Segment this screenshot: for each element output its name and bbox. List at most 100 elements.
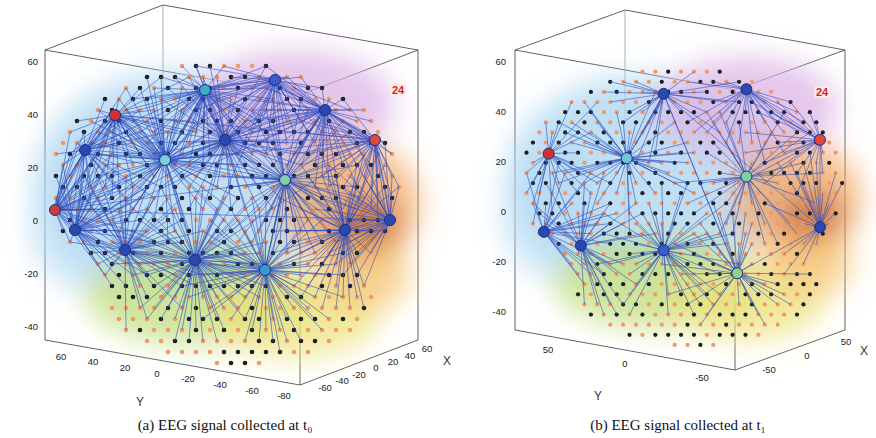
- electrode-dot: [152, 328, 157, 333]
- electrode-dot: [208, 328, 213, 333]
- connection-line: [175, 121, 225, 140]
- electrode-dot: [660, 140, 664, 144]
- connection-line: [195, 260, 203, 341]
- connection-line: [112, 260, 195, 264]
- connection-line: [322, 198, 390, 220]
- connection-line: [165, 110, 325, 160]
- electrode-dot: [355, 317, 360, 322]
- electrode-dot: [660, 201, 664, 205]
- electrode-dot: [576, 110, 580, 114]
- hub-node: [370, 135, 381, 146]
- connection-line: [75, 110, 325, 230]
- electrode-dot: [705, 70, 709, 74]
- connection-line: [195, 260, 217, 341]
- connection-line: [329, 220, 390, 253]
- connection-line: [225, 140, 266, 176]
- electrode-dot: [698, 100, 702, 104]
- connection-line: [285, 154, 350, 180]
- electrode-dot: [306, 350, 311, 355]
- electrode-dot: [131, 317, 136, 322]
- connection-line: [55, 210, 112, 264]
- electrode-dot: [653, 272, 657, 276]
- connection-line: [125, 250, 140, 308]
- electrode-dot: [563, 191, 567, 195]
- connection-line: [225, 121, 301, 140]
- electrode-dot: [576, 252, 580, 256]
- electrode-dot: [640, 171, 644, 175]
- connection-line: [265, 270, 308, 308]
- connection-line: [287, 187, 345, 230]
- electrode-dot: [215, 361, 220, 366]
- electrode-dot: [621, 201, 625, 205]
- connection-line: [280, 198, 345, 230]
- electrode-dot: [615, 191, 619, 195]
- connection-line: [259, 99, 325, 110]
- electrode-dot: [208, 350, 213, 355]
- electrode-dot: [705, 151, 709, 155]
- connection-line: [325, 110, 345, 230]
- electrode-dot: [666, 70, 670, 74]
- connection-line: [301, 230, 345, 231]
- connection-line: [112, 242, 195, 260]
- electrode-dot: [730, 130, 734, 134]
- electrode-dot: [776, 262, 780, 266]
- electrode-dot: [362, 240, 367, 245]
- connection-line: [147, 140, 225, 165]
- connection-line: [125, 250, 147, 297]
- connection-line: [98, 154, 165, 160]
- connection-line: [115, 77, 161, 115]
- connection-line: [115, 115, 119, 187]
- connection-line: [325, 110, 375, 140]
- connection-line: [217, 231, 265, 270]
- electrode-dot: [194, 350, 199, 355]
- connection-line: [119, 231, 195, 260]
- hub-node: [385, 215, 396, 226]
- connection-line: [115, 115, 165, 160]
- connection-line: [265, 270, 280, 352]
- electrode-dot: [544, 181, 548, 185]
- connection-line: [112, 154, 165, 160]
- connection-line: [265, 220, 322, 270]
- electrode-dot: [756, 232, 760, 236]
- electrode-dot: [788, 140, 792, 144]
- connection-line: [231, 77, 275, 80]
- electrode-dot: [827, 140, 831, 144]
- connection-line: [301, 77, 325, 110]
- electrode-dot: [737, 221, 741, 225]
- electrode-dot: [334, 328, 339, 333]
- electrode-dot: [117, 317, 122, 322]
- connection-line: [225, 140, 259, 209]
- connection-line: [285, 180, 357, 187]
- electrode-dot: [647, 282, 651, 286]
- connection-line: [115, 115, 161, 143]
- connection-line: [329, 165, 390, 220]
- brain-region: [780, 192, 843, 244]
- connection-line: [357, 220, 390, 275]
- electrode-dot: [640, 191, 644, 195]
- connection-line: [195, 209, 203, 260]
- connection-line: [285, 180, 315, 253]
- connection-line: [133, 253, 195, 260]
- electrode-dot: [602, 110, 606, 114]
- connection-line: [225, 140, 280, 176]
- connection-line: [175, 260, 195, 341]
- electrode-dot: [627, 272, 631, 276]
- electrode-dot: [369, 295, 374, 300]
- connection-line: [63, 209, 125, 250]
- box-edge: [625, 10, 845, 50]
- connection-line: [265, 270, 301, 341]
- electrode-dot: [660, 120, 664, 124]
- electrode-dot: [756, 252, 760, 256]
- connection-line: [265, 253, 315, 270]
- connection-line: [265, 270, 280, 330]
- hub-node: [50, 205, 61, 216]
- electrode-dot: [640, 70, 644, 74]
- hub-node: [110, 110, 121, 121]
- electrode-dot: [673, 140, 677, 144]
- connection-line: [224, 66, 275, 80]
- electrode-dot: [808, 171, 812, 175]
- electrode-dot: [250, 350, 255, 355]
- electrode-dot: [117, 295, 122, 300]
- electrode-dot: [769, 211, 773, 215]
- connection-line: [225, 99, 259, 140]
